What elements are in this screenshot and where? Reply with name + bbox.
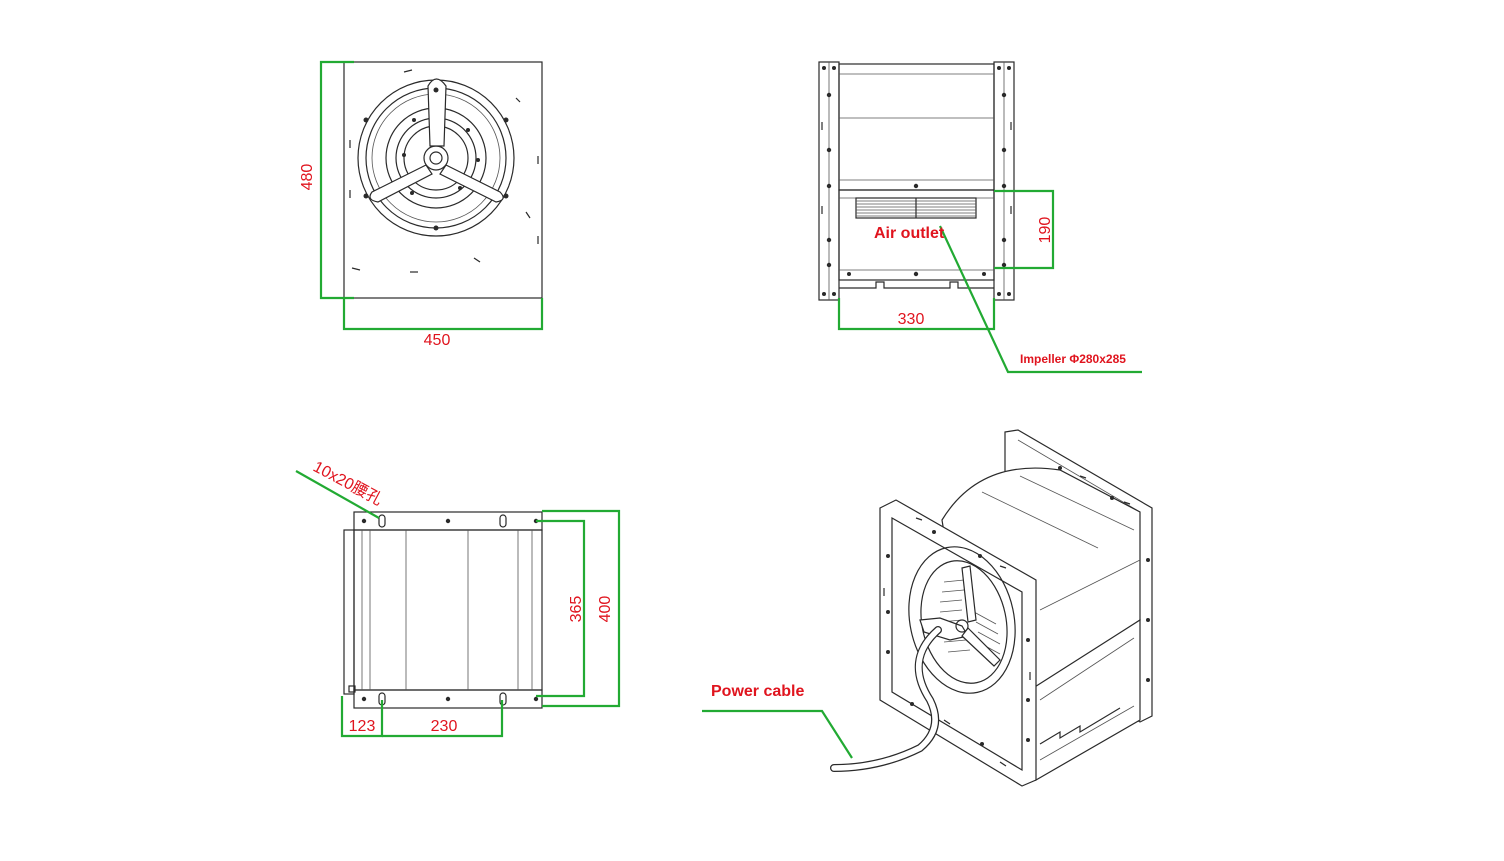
bottom-view: 365 400 123 230 10x20腰孔 <box>295 458 621 738</box>
front-width-label: 450 <box>424 332 451 349</box>
impeller-label: Impeller Φ280x285 <box>1020 352 1126 366</box>
front-support-arm-left <box>369 164 433 203</box>
side-impeller-blades <box>855 197 977 219</box>
iso-motor-hub <box>955 619 969 633</box>
iso-inlet-ring <box>908 546 1016 694</box>
front-height-label: 480 <box>299 164 316 191</box>
front-housing-outline <box>343 61 543 299</box>
front-support-arm-top <box>427 78 447 147</box>
isometric-view: Power cable <box>702 429 1153 787</box>
bottom-outer-span-label: 400 <box>597 596 614 623</box>
side-width-label: 330 <box>898 311 925 328</box>
front-view: 480 450 <box>299 60 544 349</box>
side-outlet-frame <box>838 189 995 281</box>
power-cable-label: Power cable <box>711 683 804 700</box>
mount-slot <box>499 514 507 528</box>
front-support-arm-right <box>439 164 504 203</box>
bottom-body <box>353 529 543 691</box>
side-view: 190 330 Air outlet Impeller Φ280x285 <box>818 61 1142 374</box>
bottom-pitch-label: 230 <box>431 718 458 735</box>
iso-impeller-blades <box>939 579 1001 655</box>
mount-slot <box>378 514 386 528</box>
air-outlet-label: Air outlet <box>874 225 945 242</box>
side-outlet-height-label: 190 <box>1037 217 1054 244</box>
bottom-inner-span-label: 365 <box>568 596 585 623</box>
side-scroll-body <box>838 63 995 191</box>
bottom-offset-label: 123 <box>349 718 376 735</box>
